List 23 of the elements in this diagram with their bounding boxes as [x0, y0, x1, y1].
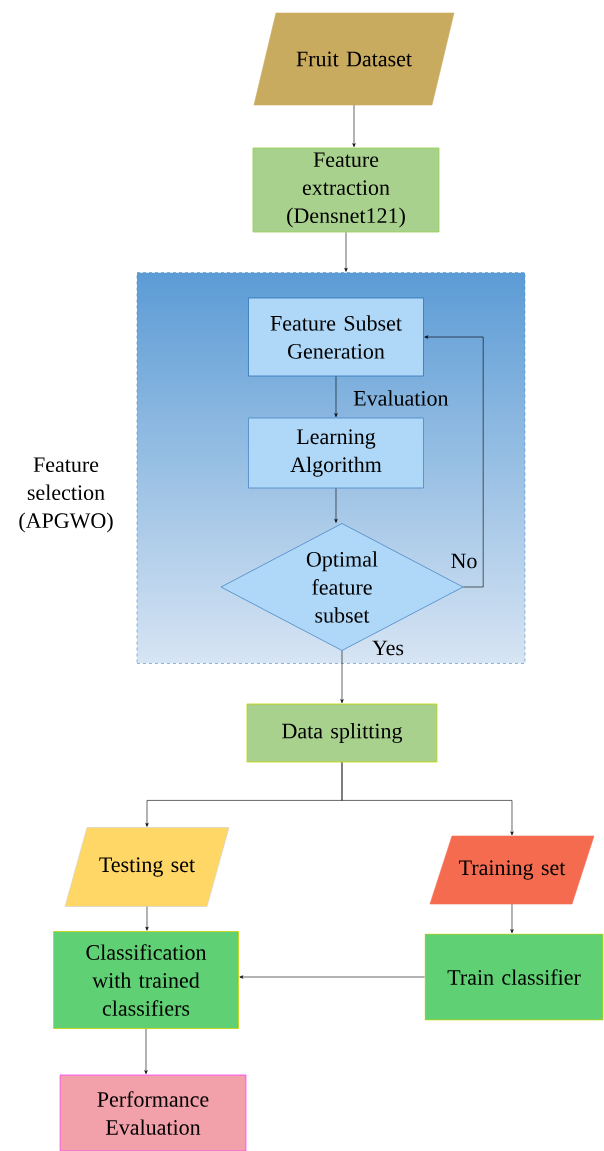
- data-parallelogram: Testing set: [64, 827, 230, 907]
- arrow: [144, 1028, 148, 1075]
- process-box: Data splitting: [246, 703, 438, 763]
- process-box: Feature extraction (Densnet121): [252, 147, 440, 233]
- arrow: [334, 488, 338, 523]
- panel-heading: Feature selection (APGWO): [19, 457, 113, 533]
- process-box: Feature Subset Generation: [248, 297, 424, 377]
- edge-label: Evaluation: [353, 390, 449, 406]
- arrow: [341, 762, 514, 836]
- arrow: [334, 376, 338, 418]
- arrow: [344, 232, 348, 272]
- arrow: [145, 906, 149, 931]
- process-box: Train classifier: [424, 933, 604, 1021]
- arrow: [424, 335, 484, 588]
- data-parallelogram: Fruit Dataset: [253, 12, 455, 106]
- arrow: [352, 104, 356, 148]
- arrow: [239, 975, 425, 979]
- arrow: [510, 903, 514, 934]
- arrow: [340, 650, 344, 704]
- data-parallelogram: Training set: [429, 835, 595, 905]
- process-box: Performance Evaluation: [59, 1074, 247, 1151]
- process-box: Classification with trained classifiers: [53, 931, 239, 1029]
- process-box: Learning Algorithm: [248, 417, 424, 489]
